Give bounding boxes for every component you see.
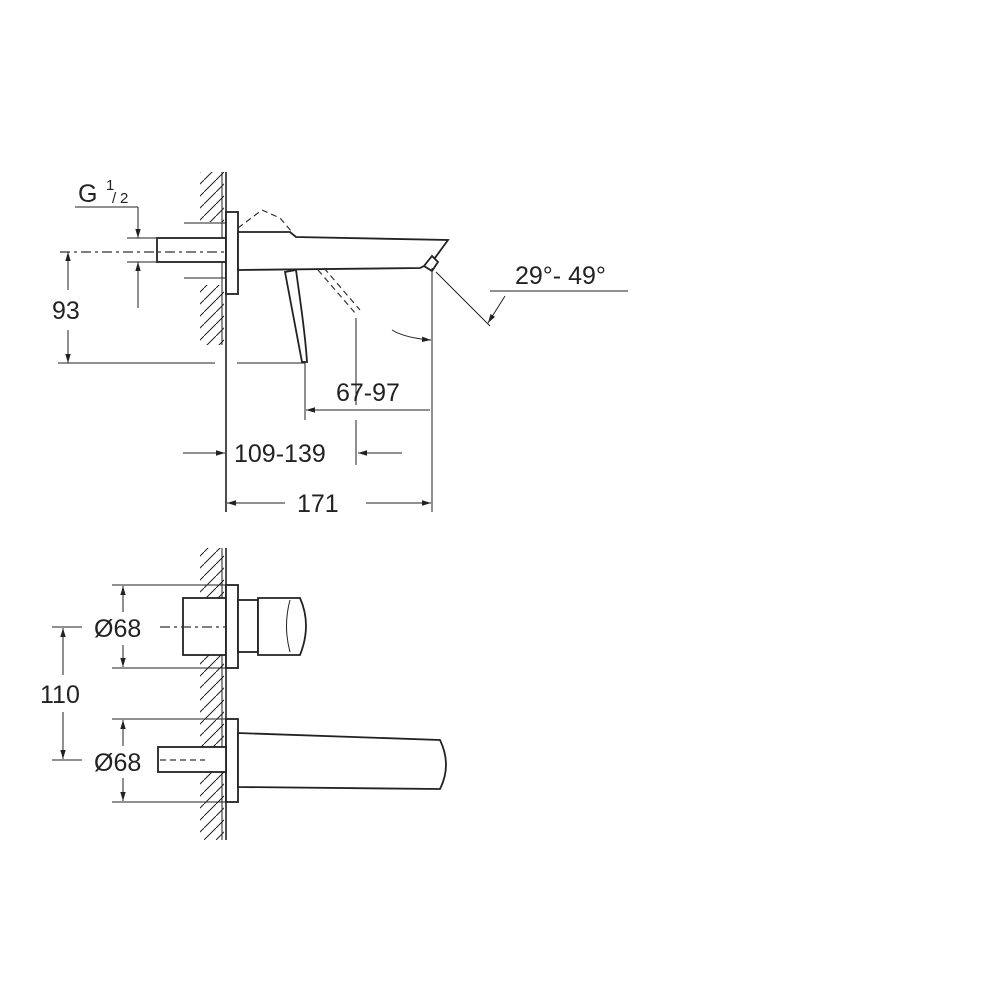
front-view: Ø68 Ø68 110 [40, 548, 447, 840]
mixer-knob [257, 597, 307, 656]
spout-reach-dimension: 67-97 [336, 379, 400, 407]
wall-hatching [200, 548, 227, 840]
angle-dimension: 29°- 49° [515, 262, 606, 290]
lever-reach-dimension: 109-139 [234, 440, 326, 468]
total-length-dimension: 171 [297, 490, 339, 518]
spacing-dimension: 110 [40, 681, 80, 709]
wall-plate [225, 211, 239, 295]
upper-wall-plate [225, 584, 239, 669]
mixer-collar [237, 599, 259, 653]
aerator [422, 254, 440, 273]
thread-fraction-den: 2 [120, 190, 128, 207]
thread-fraction-num: 1 [106, 177, 114, 194]
thread-label: G [78, 180, 97, 208]
height-dimension: 93 [52, 297, 80, 325]
upper-diameter-dimension: Ø68 [94, 615, 141, 643]
lever [283, 268, 308, 363]
spout-front [237, 732, 447, 790]
lower-wall-plate [225, 718, 239, 803]
supply-pipe [156, 237, 227, 263]
lower-diameter-dimension: Ø68 [94, 749, 141, 777]
spout [237, 231, 450, 271]
side-view: G 1 / 2 93 67-97 109-139 171 [52, 172, 628, 518]
thread-fraction-slash: / [112, 190, 117, 207]
